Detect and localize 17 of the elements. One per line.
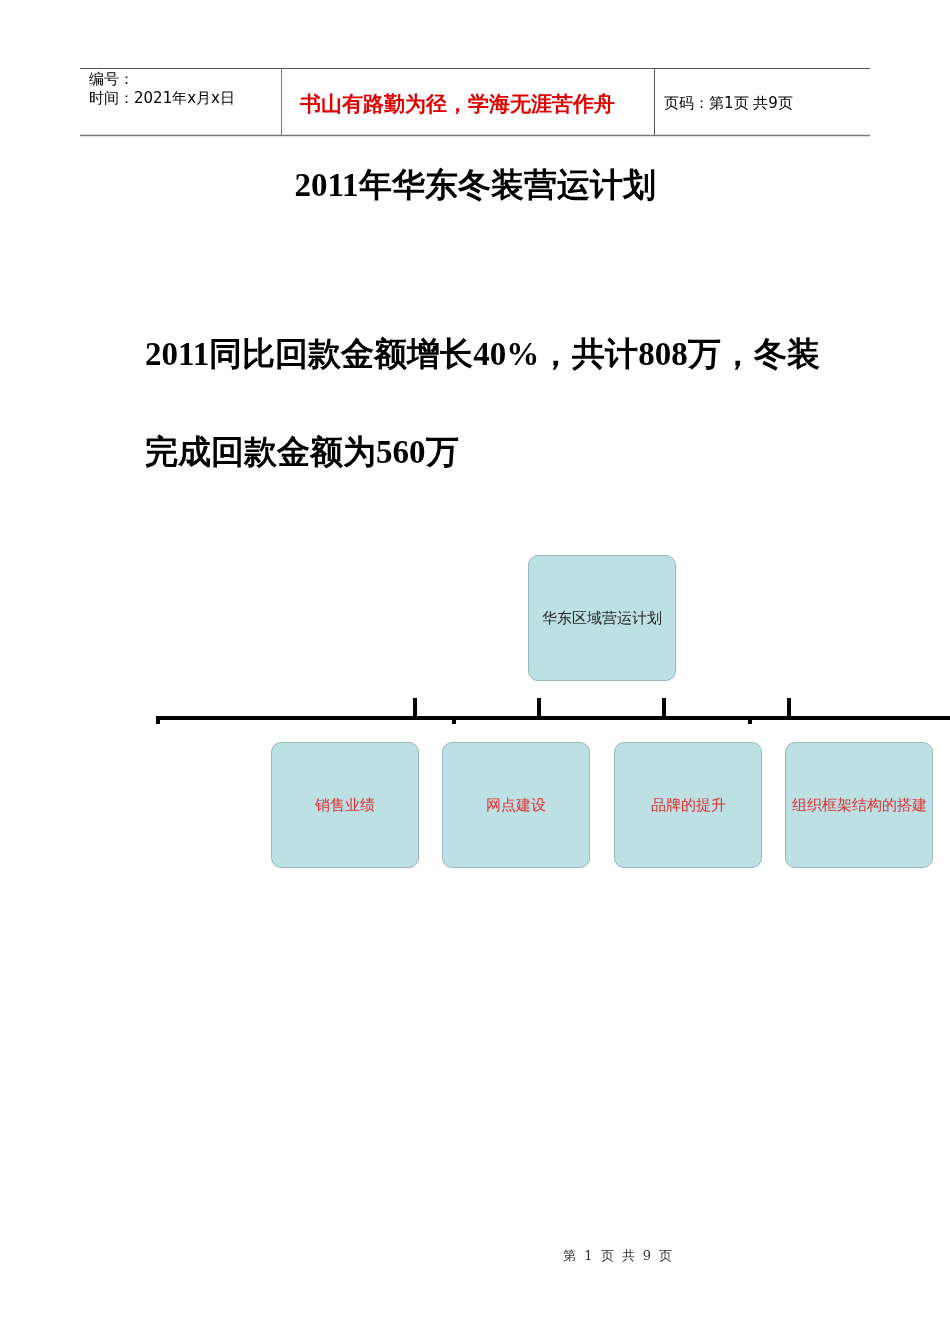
- box-label: 销售业绩: [315, 795, 375, 815]
- box-label: 组织框架结构的搭建: [791, 795, 927, 815]
- rounded-box: [785, 742, 933, 868]
- summary-text: 2011同比回款金额增长40%，共计808万，冬装完成回款金额为560万: [145, 335, 821, 472]
- title: 2011年华东冬装营运计划: [293, 166, 657, 205]
- motto: 书山有路勤为径，学海无涯苦作舟: [300, 90, 615, 118]
- box-label: 品牌的提升: [650, 795, 726, 815]
- footer-page-number: 第 1 页 共 9 页: [563, 1247, 673, 1265]
- label: 时间：2021年x月x日: [89, 89, 235, 108]
- rounded-box: [442, 742, 590, 868]
- label: 编号：: [89, 70, 134, 89]
- rounded-box: [528, 555, 676, 681]
- box-label: 网点建设: [486, 795, 546, 815]
- rounded-box: [614, 742, 762, 868]
- page-number: 页码：第1页 共9页: [664, 94, 793, 113]
- box-label: 华东区域营运计划: [542, 608, 662, 628]
- rounded-box: [271, 742, 419, 868]
